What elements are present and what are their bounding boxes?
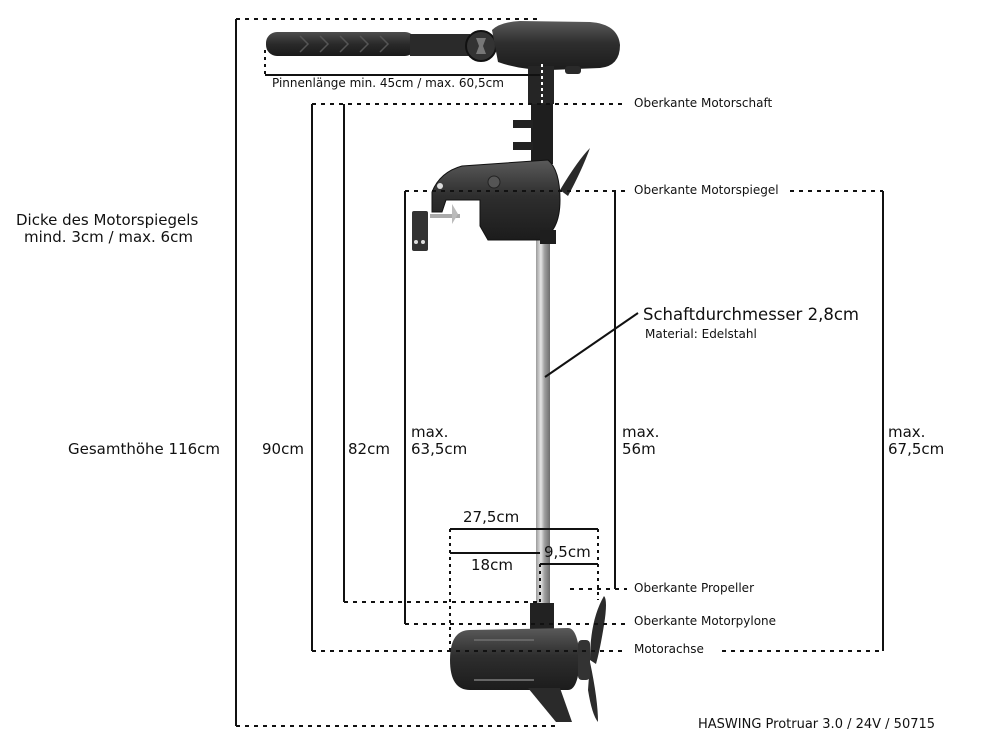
ref-label-pylon-top: Oberkante Motorpylone: [634, 614, 777, 628]
ref-label-propeller-top: Oberkante Propeller: [634, 581, 754, 595]
tiller-handle: [266, 30, 497, 62]
motor-illustration: [266, 21, 620, 722]
transom-thickness-range: mind. 3cm / max. 6cm: [24, 228, 193, 247]
dim-label-56-value: 56m: [622, 440, 656, 459]
shaft-leader-line: [544, 312, 639, 378]
dim-label-63-5-prefix: max.: [411, 423, 449, 441]
ref-label-shaft-top: Oberkante Motorschaft: [634, 96, 773, 110]
transom-thickness-title: Dicke des Motorspiegels: [16, 211, 199, 229]
dim-label-9-5: 9,5cm: [544, 543, 591, 561]
dim-label-67-5-prefix: max.: [888, 423, 926, 441]
dimension-lines: [235, 18, 884, 727]
dim-label-67-5: max. 67,5cm: [888, 423, 945, 459]
dim-label-63-5: max. 63,5cm: [411, 423, 468, 459]
shaft-material-label: Material: Edelstahl: [645, 327, 757, 341]
dim-label-56-prefix: max.: [622, 423, 660, 441]
ref-label-motor-axis: Motorachse: [634, 642, 704, 656]
tiller-length-label: Pinnenlänge min. 45cm / max. 60,5cm: [272, 76, 504, 90]
motor-head: [492, 21, 620, 70]
dim-label-82: 82cm: [348, 440, 390, 458]
dim-label-27-5: 27,5cm: [463, 508, 520, 526]
dim-label-63-5-value: 63,5cm: [411, 440, 468, 459]
total-height-label: Gesamthöhe 116cm: [68, 440, 221, 458]
motor-shaft: [536, 240, 550, 610]
propeller: [588, 596, 606, 722]
dim-label-18: 18cm: [471, 556, 513, 574]
ref-label-transom-top: Oberkante Motorspiegel: [634, 183, 779, 197]
dim-label-56: max. 56m: [622, 423, 660, 459]
shaft-diameter-label: Schaftdurchmesser 2,8cm: [643, 305, 859, 324]
transom-bracket: [431, 159, 561, 241]
dim-label-67-5-value: 67,5cm: [888, 440, 945, 459]
product-caption: HASWING Protruar 3.0 / 24V / 50715: [698, 717, 936, 732]
transom-thickness-label: Dicke des Motorspiegels mind. 3cm / max.…: [16, 211, 199, 247]
dim-label-90: 90cm: [262, 440, 304, 458]
motor-pod: [450, 628, 580, 690]
